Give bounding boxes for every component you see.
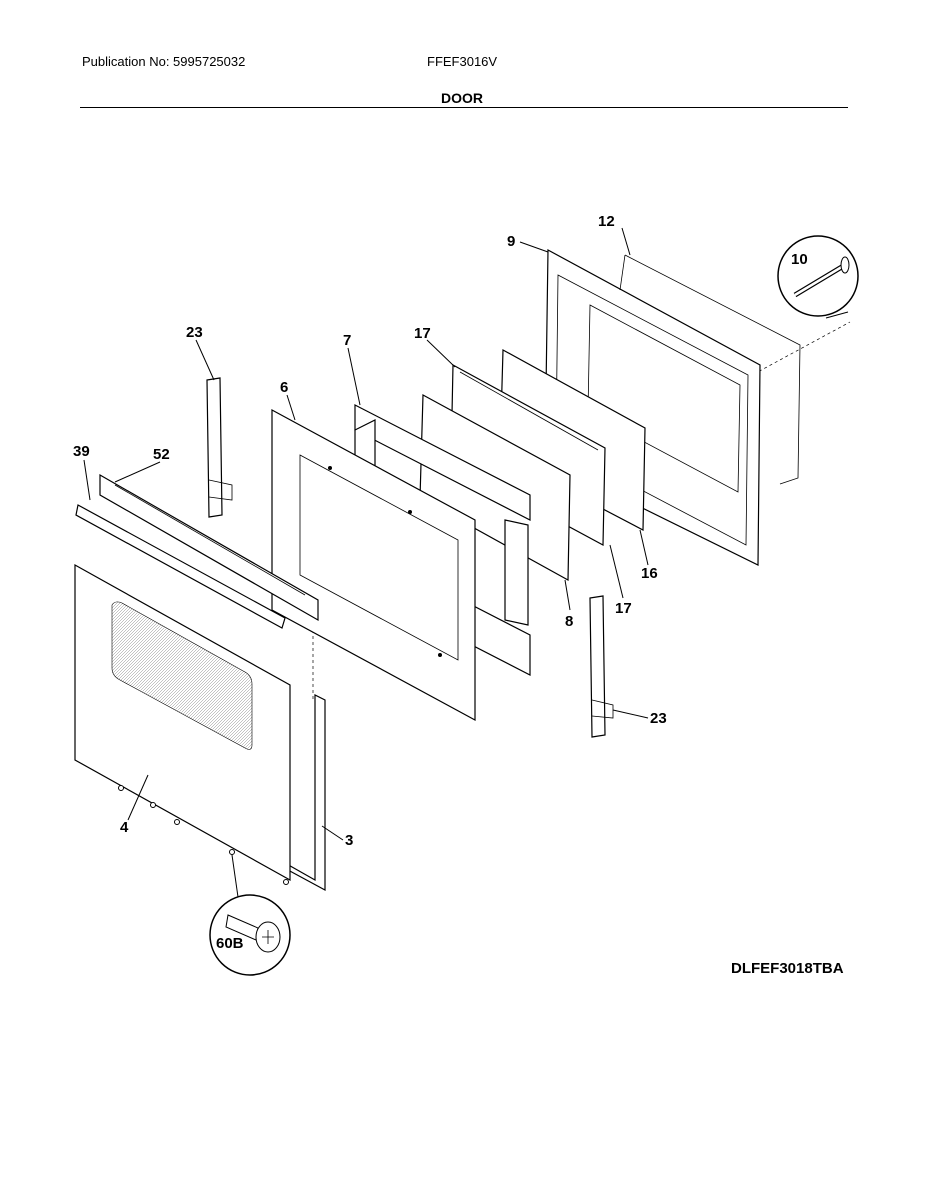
callout-9: 9 (507, 233, 515, 250)
callout-8: 8 (565, 613, 573, 630)
section-title: DOOR (441, 90, 483, 106)
part-39-handle (75, 504, 286, 629)
model-number: FFEF3016V (427, 54, 498, 69)
callout-12: 12 (598, 213, 615, 230)
part-12-gasket (619, 254, 801, 485)
callout-16: 16 (641, 565, 658, 582)
callout-39: 39 (73, 443, 90, 460)
part-60b-screw-detail (209, 894, 291, 976)
callout-23-top: 23 (186, 324, 203, 341)
part-4-outer-glass (74, 563, 291, 882)
callout-3: 3 (345, 832, 353, 849)
part-23-hinge-right (589, 595, 614, 738)
header-rule (80, 107, 848, 108)
callout-60b: 60B (216, 935, 244, 952)
callout-6: 6 (280, 379, 288, 396)
part-10-screw-detail (777, 235, 859, 319)
publication-number: Publication No: 5995725032 (82, 54, 246, 69)
callout-23-bottom: 23 (650, 710, 667, 727)
leader-lines (83, 227, 649, 898)
callout-7: 7 (343, 332, 351, 349)
door-screws (118, 785, 289, 885)
part-52-top-trim (99, 473, 319, 622)
diagram-code: DLFEF3018TBA (731, 960, 844, 977)
callout-10: 10 (791, 251, 808, 268)
callout-17-top: 17 (414, 325, 431, 342)
callout-52: 52 (153, 446, 170, 463)
part-6-door-frame (271, 408, 476, 722)
callout-4: 4 (120, 819, 129, 836)
part-23-hinge-left (206, 377, 233, 518)
callout-17-bottom: 17 (615, 600, 632, 617)
